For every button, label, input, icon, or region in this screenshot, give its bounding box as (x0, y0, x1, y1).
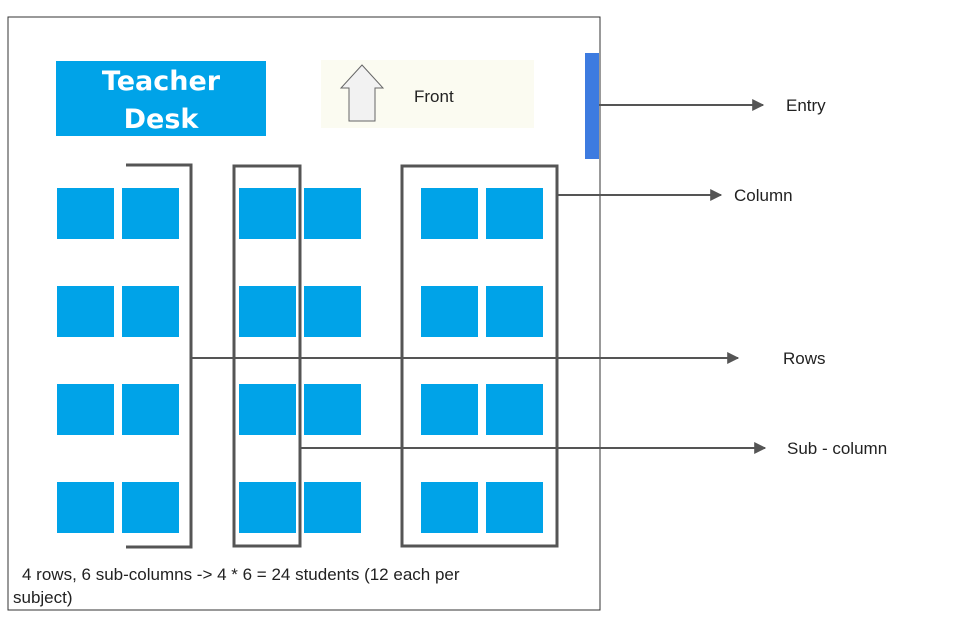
seat (57, 482, 114, 533)
seat (239, 188, 296, 239)
seat (486, 188, 543, 239)
seat (304, 384, 361, 435)
seat (486, 286, 543, 337)
front-label: Front (414, 87, 454, 106)
rows-bracket (126, 163, 193, 549)
seat (421, 384, 478, 435)
teacher-desk (56, 61, 266, 136)
caption-line1: 4 rows, 6 sub-columns -> 4 * 6 = 24 stud… (22, 565, 460, 584)
arrow-up-icon (339, 64, 385, 122)
teacher-desk-label-line1: Teacher (102, 66, 221, 97)
seat (122, 188, 179, 239)
seat (239, 482, 296, 533)
entry-door (585, 53, 599, 159)
seat (421, 482, 478, 533)
seat (57, 384, 114, 435)
seat (239, 286, 296, 337)
seat (122, 286, 179, 337)
seat (57, 188, 114, 239)
sub-column-label: Sub - column (787, 439, 887, 458)
sub-column-outline (232, 164, 302, 548)
seat (122, 482, 179, 533)
seat (239, 384, 296, 435)
seat (122, 384, 179, 435)
teacher-desk-label-line2: Desk (124, 104, 200, 135)
column-outline (400, 164, 559, 548)
seat (304, 188, 361, 239)
seat (486, 482, 543, 533)
caption-line2: subject) (13, 588, 73, 607)
seat (304, 482, 361, 533)
rows-label: Rows (783, 349, 826, 368)
entry-label: Entry (786, 96, 826, 115)
seat (304, 286, 361, 337)
seat (57, 286, 114, 337)
seat (421, 286, 478, 337)
column-label: Column (734, 186, 793, 205)
seat (486, 384, 543, 435)
seat (421, 188, 478, 239)
